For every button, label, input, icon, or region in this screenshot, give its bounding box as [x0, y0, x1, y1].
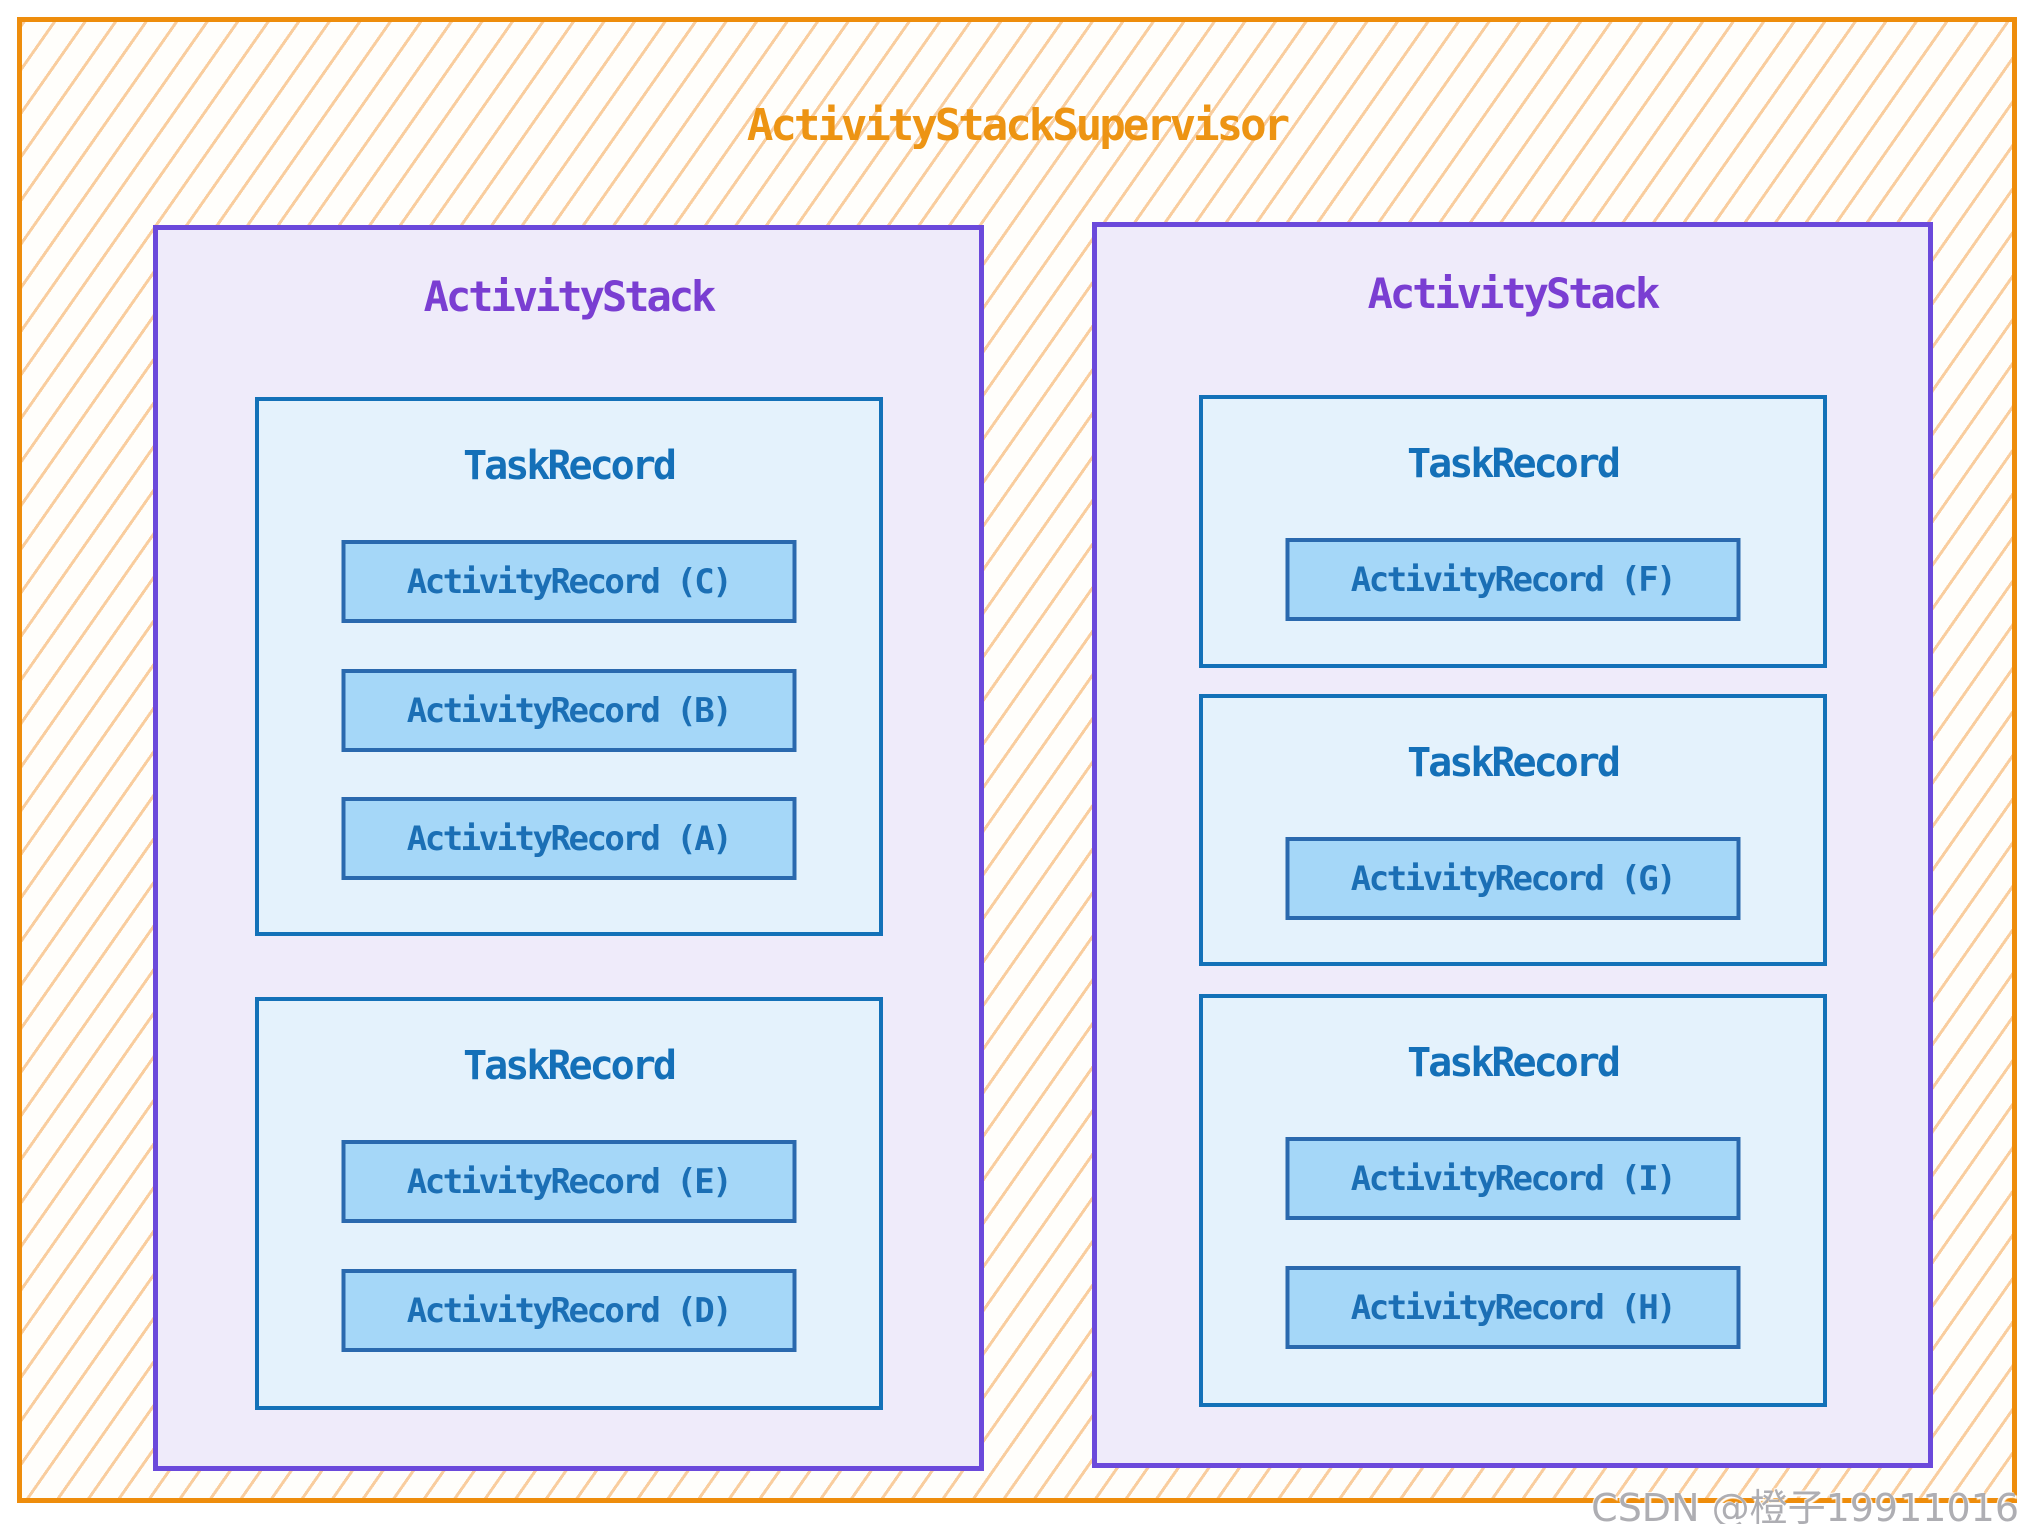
task-record-box: TaskRecord ActivityRecord (E) ActivityRe… [254, 997, 883, 1410]
activity-record-box: ActivityRecord (G) [1285, 837, 1740, 920]
supervisor-title: ActivityStackSupervisor [746, 100, 1290, 151]
task-record-box: TaskRecord ActivityRecord (G) [1198, 694, 1827, 966]
csdn-watermark: CSDN @橙子19911016 [1591, 1486, 2019, 1524]
task-record-title: TaskRecord [463, 443, 677, 489]
activity-record-box: ActivityRecord (A) [341, 797, 796, 880]
task-record-box: TaskRecord ActivityRecord (F) [1198, 395, 1827, 668]
activity-record-box: ActivityRecord (B) [341, 669, 796, 752]
task-record-title: TaskRecord [463, 1043, 677, 1089]
task-record-title: TaskRecord [1407, 740, 1621, 786]
activity-stack-left: ActivityStack TaskRecord ActivityRecord … [153, 225, 984, 1471]
activity-record-box: ActivityRecord (D) [341, 1269, 796, 1352]
activity-stack-title: ActivityStack [423, 272, 717, 321]
activity-record-box: ActivityRecord (E) [341, 1140, 796, 1223]
activity-stack-title: ActivityStack [1367, 269, 1661, 318]
activity-record-box: ActivityRecord (F) [1285, 538, 1740, 621]
task-record-box: TaskRecord ActivityRecord (I) ActivityRe… [1198, 994, 1827, 1407]
activity-record-box: ActivityRecord (H) [1285, 1266, 1740, 1349]
task-record-title: TaskRecord [1407, 1040, 1621, 1086]
task-record-box: TaskRecord ActivityRecord (C) ActivityRe… [254, 397, 883, 936]
task-record-title: TaskRecord [1407, 441, 1621, 487]
activity-record-box: ActivityRecord (C) [341, 540, 796, 623]
activity-stack-supervisor-frame: ActivityStackSupervisor ActivityStack Ta… [17, 17, 2017, 1503]
activity-record-box: ActivityRecord (I) [1285, 1137, 1740, 1220]
activity-stack-right: ActivityStack TaskRecord ActivityRecord … [1092, 222, 1933, 1468]
